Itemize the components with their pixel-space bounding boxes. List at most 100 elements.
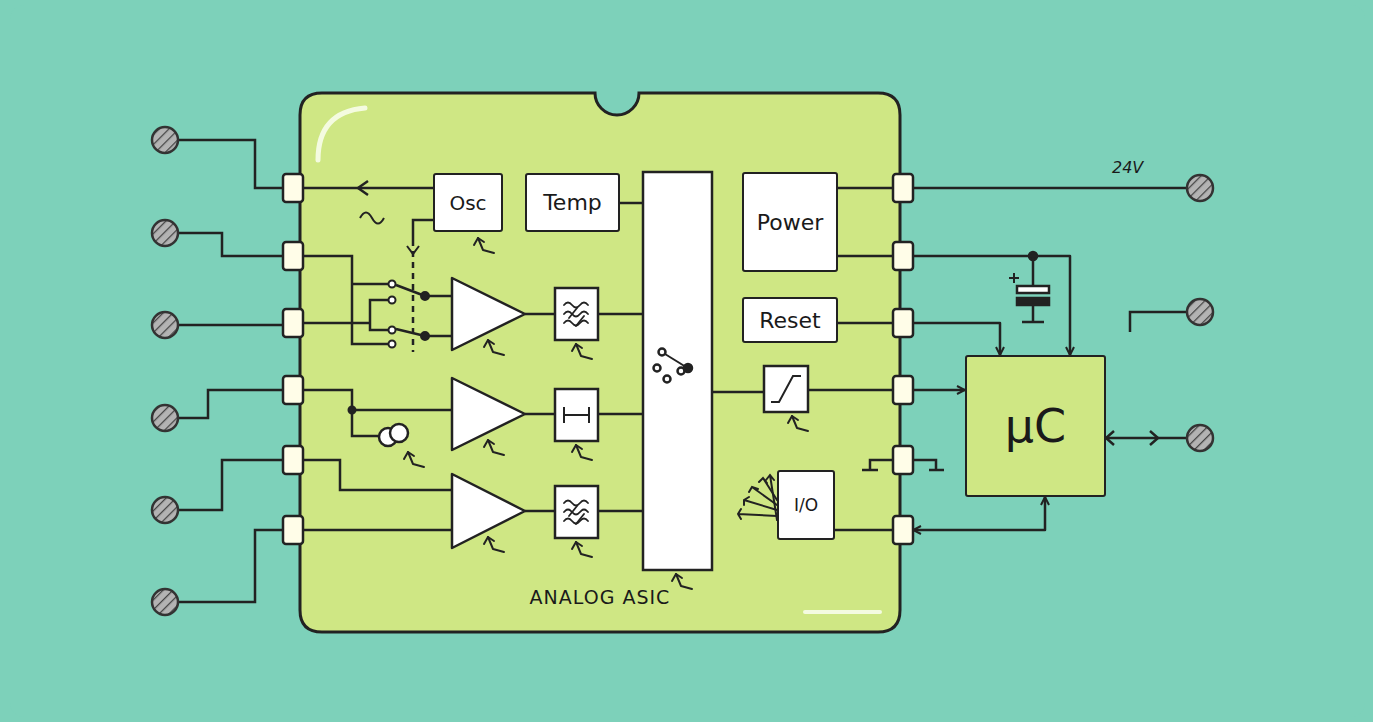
internal-wires [303, 390, 452, 410]
block-label: I/O [794, 495, 818, 515]
adjust-marks [404, 452, 424, 467]
multiplexer [643, 172, 712, 570]
signal-wire [913, 323, 1000, 355]
block-label: Osc [449, 191, 486, 215]
adjust-marks [484, 440, 504, 455]
filter-blocks [564, 303, 588, 327]
multiplexer [659, 349, 666, 356]
block-label: μC [1005, 399, 1066, 453]
filter-blocks [555, 288, 598, 340]
capacitor [1009, 273, 1019, 283]
pins [893, 309, 913, 337]
pins [283, 174, 913, 544]
chip-body [300, 93, 900, 632]
multiplexer [665, 354, 686, 367]
multiplexer [643, 172, 712, 570]
filter-blocks [555, 486, 598, 538]
terminals [1187, 299, 1213, 325]
pins [893, 516, 913, 544]
terminal-wires [178, 233, 283, 256]
terminal-wires [178, 140, 1187, 602]
capacitor [1017, 298, 1049, 305]
chip-body [318, 108, 365, 160]
signal-wire [913, 497, 1045, 530]
terminal-wires [178, 390, 283, 418]
signal-wire [913, 389, 965, 392]
block-label: Temp [543, 190, 602, 215]
ground-symbols [862, 460, 893, 470]
adjust-marks [484, 537, 504, 552]
switch-contacts [389, 281, 396, 288]
internal-wires [352, 410, 379, 436]
pins [893, 174, 913, 202]
terminals [152, 497, 178, 523]
multiplexer [684, 364, 692, 372]
temperature-box: Temp [525, 173, 620, 232]
filter-blocks [555, 389, 598, 441]
adjust-marks [788, 416, 808, 431]
adjust-marks [572, 445, 592, 460]
io-arrows [744, 497, 777, 510]
pins [283, 174, 303, 202]
internal-wires [303, 300, 388, 330]
adjust-marks [474, 238, 494, 253]
capacitor [1017, 286, 1049, 293]
oscillator-box: Osc [433, 173, 503, 232]
reset-box: Reset [742, 297, 838, 343]
terminals [152, 312, 178, 338]
current-source [379, 424, 408, 446]
terminals [152, 127, 178, 153]
filter-blocks [555, 288, 598, 538]
adjust-marks [572, 344, 592, 359]
io-arrows [738, 475, 777, 520]
internal-wires [425, 296, 452, 336]
pins [283, 309, 303, 337]
terminal-wires [178, 460, 283, 510]
voltage-label: 24V [1112, 158, 1143, 177]
chip-body [805, 610, 880, 614]
internal-wires [303, 460, 452, 490]
terminals [152, 405, 178, 431]
terminal-wires [1130, 312, 1187, 332]
terminals [152, 220, 178, 246]
block-label: Reset [759, 308, 820, 333]
internal-wires [358, 181, 368, 195]
internal-wires [303, 187, 433, 190]
terminals [152, 589, 178, 615]
power-box: Power [742, 172, 838, 272]
capacitor [1032, 256, 1035, 286]
pins [283, 446, 303, 474]
switch-contacts [349, 281, 430, 414]
terminal-wires [1106, 437, 1187, 440]
teal-frame [10, 5, 1365, 717]
adjust-marks [484, 340, 504, 355]
pins [893, 446, 913, 474]
terminal-wires [1106, 431, 1158, 445]
filter-blocks [564, 501, 588, 525]
ramp-block [764, 366, 808, 412]
adjust-marks [672, 574, 692, 589]
block-label: Power [757, 210, 824, 235]
internal-wires [303, 529, 452, 532]
multiplexer [654, 365, 661, 372]
switch-contacts [389, 341, 396, 348]
adjust-marks [572, 542, 592, 557]
terminals [1187, 175, 1213, 201]
current-source [390, 424, 408, 442]
teal-frame [10, 5, 1365, 717]
internal-wires [412, 240, 415, 352]
io-arrows [766, 475, 777, 520]
filter-blocks [564, 407, 589, 423]
internal-wires [360, 213, 384, 224]
terminals [152, 127, 1213, 615]
ramp-block [771, 376, 801, 402]
terminal-wires [178, 324, 283, 327]
pins [893, 242, 913, 270]
internal-wires [396, 285, 425, 336]
switch-contacts [389, 297, 396, 304]
internal-wires [835, 188, 893, 530]
terminal-wires [178, 140, 283, 188]
switch-contacts [349, 407, 356, 414]
